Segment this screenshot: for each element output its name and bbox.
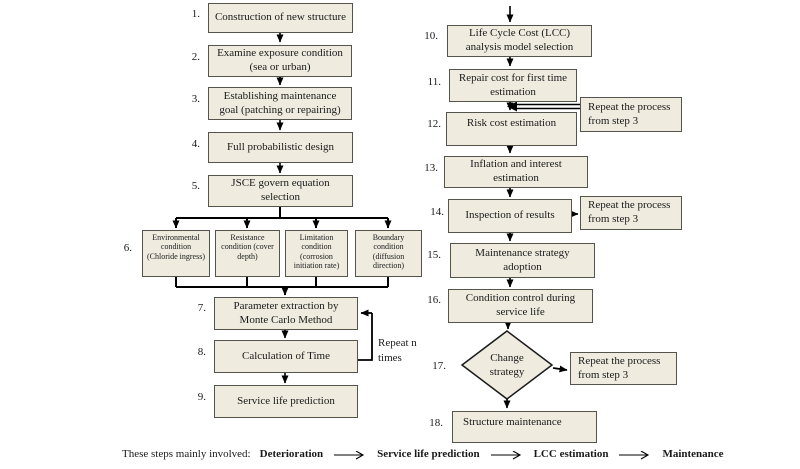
step-11-box: Repair cost for first time estimation (449, 69, 577, 102)
step-8-number: 8. (197, 346, 206, 358)
step-4-number: 4. (191, 138, 200, 150)
step-1-number: 1. (191, 8, 200, 20)
step-6-resistance-box: Resistance condition (cover depth) (215, 230, 280, 277)
step-7-box: Parameter extraction by Monte Carlo Meth… (214, 297, 358, 330)
step-15-box: Maintenance strategy adoption (450, 243, 595, 278)
step-15-number: 15. (427, 249, 441, 261)
step-17-number: 17. (432, 360, 446, 372)
legend-item-maintenance: Maintenance (662, 448, 724, 460)
step-10-number: 10. (424, 30, 438, 42)
legend-item-deterioration: Deterioration (259, 448, 324, 460)
step-1-box: Construction of new structure (208, 3, 353, 33)
step-17-diamond-label: Change strategy (489, 352, 525, 379)
repeat-process-box-2: Repeat the process from step 3 (580, 196, 682, 230)
step-16-number: 16. (427, 294, 441, 306)
step-5-box: JSCE govern equation selection (208, 175, 353, 207)
step-14-number: 14. (430, 206, 444, 218)
step-6-limitation-box: Limitation condition (corrosion initiati… (285, 230, 348, 277)
step-18-number: 18. (429, 417, 443, 429)
repeat-process-box-3: Repeat the process from step 3 (570, 352, 677, 385)
step-4-box: Full probabilistic design (208, 132, 353, 163)
step-13-box: Inflation and interest estimation (444, 156, 588, 188)
repeat-process-box-1: Repeat the process from step 3 (580, 97, 682, 132)
step-5-number: 5. (191, 180, 200, 192)
legend: These steps mainly involved: Deteriorati… (122, 448, 724, 461)
step-16-box: Condition control during service life (448, 289, 593, 323)
step-3-number: 3. (191, 93, 200, 105)
step-13-number: 13. (424, 162, 438, 174)
step-2-number: 2. (191, 51, 200, 63)
step-7-number: 7. (197, 302, 206, 314)
repeat-n-times-label: Repeat n times (378, 337, 417, 364)
legend-arrow-icon (490, 450, 524, 460)
legend-intro: These steps mainly involved: (122, 448, 251, 460)
step-6-environmental-box: Environmental condition (Chloride ingres… (142, 230, 210, 277)
step-6-boundary-box: Boundary condition (diffusion direction) (355, 230, 422, 277)
step-14-box: Inspection of results (448, 199, 572, 233)
legend-item-lcc: LCC estimation (533, 448, 609, 460)
step-18-box: Structure maintenance (452, 411, 597, 443)
step-11-number: 11. (427, 76, 441, 88)
step-12-box: Risk cost estimation (446, 112, 577, 146)
step-8-box: Calculation of Time (214, 340, 358, 373)
step-2-box: Examine exposure condition (sea or urban… (208, 45, 352, 77)
legend-item-service-life: Service life prediction (377, 448, 480, 460)
step-12-number: 12. (427, 118, 441, 130)
step-9-number: 9. (197, 391, 206, 403)
step-6-number: 6. (123, 242, 132, 254)
legend-arrow-icon (334, 450, 367, 460)
step-3-box: Establishing maintenance goal (patching … (208, 87, 352, 120)
legend-arrow-icon (619, 450, 652, 460)
step-10-box: Life Cycle Cost (LCC) analysis model sel… (447, 25, 592, 57)
step-9-box: Service life prediction (214, 385, 358, 418)
